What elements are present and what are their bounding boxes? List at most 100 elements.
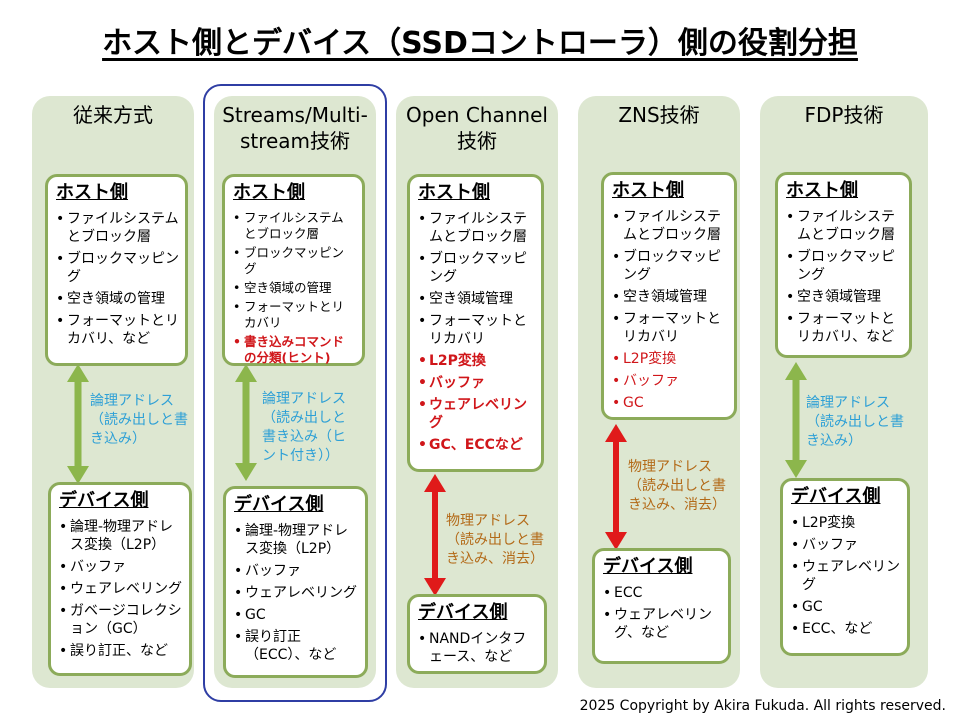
- streams-highlight-frame: [203, 84, 387, 702]
- arrow-label-line: ント付き））: [262, 448, 339, 464]
- column-header-line: FDP技術: [804, 103, 884, 127]
- arrow-label-line: （読み出しと書: [806, 414, 904, 430]
- device-box-zns: デバイス側 ECC ウェアレベリング、など: [592, 548, 731, 664]
- host-box-title: ホスト側: [418, 182, 490, 203]
- host-box-streams: ホスト側 ファイルシステムとブロック層 ブロックマッピング 空き領域の管理 フォ…: [222, 174, 365, 366]
- host-item: ブロックマッピング: [233, 245, 356, 277]
- host-item-highlight: ウェアレベリング: [418, 396, 535, 432]
- arrow-label-line: 論理アドレス: [262, 391, 346, 407]
- device-box-title: デバイス側: [59, 490, 149, 511]
- arrow-label-line: （読み出しと書: [90, 412, 188, 428]
- device-item: 論理-物理アドレス変換（L2P）: [234, 522, 359, 558]
- host-item-highlight: 書き込みコマンドの分類(ヒント): [233, 334, 356, 366]
- host-item: 空き領域管理: [612, 288, 728, 306]
- page-title: ホスト側とデバイス（SSDコントローラ）側の役割分担: [102, 26, 858, 61]
- host-item: ファイルシステムとブロック層: [233, 210, 356, 242]
- arrow-label-line: 物理アドレス: [628, 459, 712, 475]
- device-item: ウェアレベリング: [59, 580, 183, 598]
- device-item: 誤り訂正（ECC）、など: [234, 628, 359, 664]
- host-item: フォーマットとリカバリ: [418, 312, 535, 348]
- device-item: GC: [234, 606, 359, 624]
- green-arrow-fdp: [785, 362, 807, 478]
- host-item: ブロックマッピング: [56, 250, 179, 286]
- copyright-text: 2025 Copyright by Akira Fukuda. All righ…: [579, 698, 946, 714]
- host-box-zns: ホスト側 ファイルシステムとブロック層 ブロックマッピング 空き領域管理 フォー…: [601, 172, 737, 420]
- host-item-list: ファイルシステムとブロック層 ブロックマッピング 空き領域の管理 フォーマットと…: [56, 210, 179, 348]
- host-item: ファイルシステムとブロック層: [418, 210, 535, 246]
- host-item-highlight: GC: [612, 394, 728, 412]
- host-box-conventional: ホスト側 ファイルシステムとブロック層 ブロックマッピング 空き領域の管理 フォ…: [45, 174, 188, 366]
- host-item-list: ファイルシステムとブロック層 ブロックマッピング 空き領域管理 フォーマットとリ…: [786, 208, 903, 346]
- host-item: ファイルシステムとブロック層: [56, 210, 179, 246]
- arrow-label-line: 書き込み（ヒ: [262, 429, 346, 445]
- arrow-label-line: 物理アドレス: [446, 513, 530, 529]
- device-item-list: L2P変換 バッファ ウェアレベリング GC ECC、など: [791, 514, 901, 638]
- host-box-title: ホスト側: [786, 180, 858, 201]
- arrow-label-line: き込み、消去）: [628, 497, 726, 513]
- host-item: ファイルシステムとブロック層: [786, 208, 903, 244]
- device-item-list: NANDインタフェース、など: [418, 630, 538, 666]
- host-item: ブロックマッピング: [418, 250, 535, 286]
- host-item-highlight: バッファ: [612, 372, 728, 390]
- host-box-title: ホスト側: [56, 182, 128, 203]
- arrow-label-fdp: 論理アドレス （読み出しと書 き込み）: [806, 394, 918, 451]
- column-header-line: 技術: [457, 129, 497, 153]
- green-arrow-streams: [235, 364, 257, 481]
- device-box-title: デバイス側: [791, 486, 881, 507]
- arrow-label-line: き込み）: [806, 433, 862, 449]
- column-header-line: Streams/Multi-: [222, 103, 368, 127]
- device-item-list: 論理-物理アドレス変換（L2P） バッファ ウェアレベリング ガベージコレクショ…: [59, 518, 183, 660]
- column-header-zns: ZNS技術: [578, 102, 740, 128]
- host-item: フォーマットとリカバリ: [233, 299, 356, 331]
- host-item: フォーマットとリカバリ: [612, 310, 728, 346]
- arrow-label-line: （読み出しと書: [446, 532, 544, 548]
- host-item: フォーマットとリカバリ、など: [56, 312, 179, 348]
- host-item-list: ファイルシステムとブロック層 ブロックマッピング 空き領域管理 フォーマットとリ…: [612, 208, 728, 412]
- device-item: ウェアレベリング、など: [603, 606, 722, 642]
- arrow-label-line: （読み出しと: [262, 410, 346, 426]
- device-item: ECC、など: [791, 620, 901, 638]
- host-item-highlight: バッファ: [418, 374, 535, 392]
- host-item-highlight: GC、ECCなど: [418, 436, 535, 454]
- host-box-fdp: ホスト側 ファイルシステムとブロック層 ブロックマッピング 空き領域管理 フォー…: [775, 172, 912, 358]
- green-arrow-conventional: [67, 364, 89, 484]
- device-item-list: 論理-物理アドレス変換（L2P） バッファ ウェアレベリング GC 誤り訂正（E…: [234, 522, 359, 664]
- column-header-fdp: FDP技術: [760, 102, 928, 128]
- column-header-line: Open Channel: [406, 103, 548, 127]
- device-box-streams: デバイス側 論理-物理アドレス変換（L2P） バッファ ウェアレベリング GC …: [223, 486, 368, 678]
- host-item-list: ファイルシステムとブロック層 ブロックマッピング 空き領域管理 フォーマットとリ…: [418, 210, 535, 454]
- host-item: フォーマットとリカバリ、など: [786, 310, 903, 346]
- arrow-label-line: 論理アドレス: [806, 395, 890, 411]
- device-box-conventional: デバイス側 論理-物理アドレス変換（L2P） バッファ ウェアレベリング ガベー…: [48, 482, 192, 676]
- device-box-title: デバイス側: [603, 556, 693, 577]
- host-item-highlight: L2P変換: [612, 350, 728, 368]
- device-item: 誤り訂正、など: [59, 642, 183, 660]
- device-box-title: デバイス側: [418, 602, 508, 623]
- device-item-list: ECC ウェアレベリング、など: [603, 584, 722, 642]
- device-item: GC: [791, 598, 901, 616]
- arrow-label-line: き込み、消去）: [446, 551, 544, 567]
- column-header-line: stream技術: [239, 129, 351, 153]
- device-item: バッファ: [234, 562, 359, 580]
- device-item: 論理-物理アドレス変換（L2P）: [59, 518, 183, 554]
- red-arrow-open-channel: [424, 474, 446, 596]
- column-header-open-channel: Open Channel 技術: [396, 102, 558, 154]
- host-item: 空き領域管理: [418, 290, 535, 308]
- column-header-line: ZNS技術: [618, 103, 700, 127]
- host-box-open-channel: ホスト側 ファイルシステムとブロック層 ブロックマッピング 空き領域管理 フォー…: [407, 174, 544, 472]
- host-item-highlight: L2P変換: [418, 352, 535, 370]
- device-item: NANDインタフェース、など: [418, 630, 538, 666]
- device-box-title: デバイス側: [234, 494, 324, 515]
- arrow-label-line: 論理アドレス: [90, 393, 174, 409]
- column-header-streams: Streams/Multi- stream技術: [214, 102, 376, 154]
- device-item: バッファ: [59, 558, 183, 576]
- arrow-label-line: （読み出しと書: [628, 478, 726, 494]
- arrow-label-conventional: 論理アドレス （読み出しと書 き込み）: [90, 392, 190, 449]
- host-item: ブロックマッピング: [786, 248, 903, 284]
- device-item: L2P変換: [791, 514, 901, 532]
- host-item: 空き領域管理: [786, 288, 903, 306]
- red-arrow-zns: [605, 424, 627, 550]
- host-item: ファイルシステムとブロック層: [612, 208, 728, 244]
- device-item: ウェアレベリング: [791, 558, 901, 594]
